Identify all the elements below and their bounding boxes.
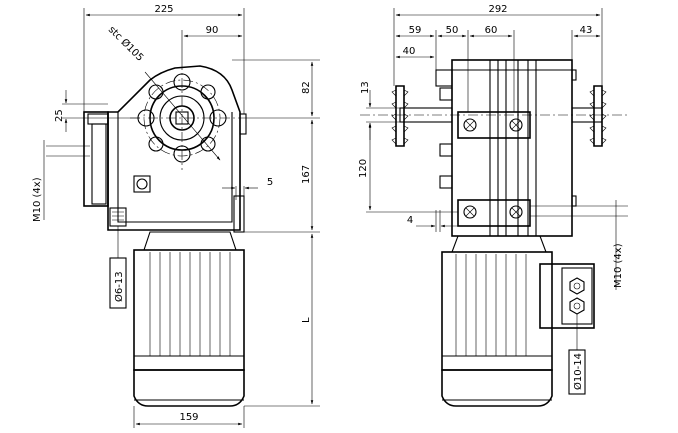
dim-stc-105: stc Ø105 bbox=[106, 24, 146, 64]
right-view: 292 59 50 60 43 40 13 bbox=[358, 4, 628, 407]
dim-292: 292 bbox=[488, 4, 507, 15]
dim-40: 40 bbox=[403, 46, 416, 57]
left-motor bbox=[133, 249, 245, 407]
dim-13: 13 bbox=[360, 81, 371, 94]
right-motor-adapter bbox=[451, 235, 547, 253]
dim-L: L bbox=[301, 317, 312, 323]
dim-gland-10-14: Ø10-14 bbox=[572, 353, 584, 390]
dim-159: 159 bbox=[179, 412, 198, 423]
right-gearbox-housing bbox=[435, 59, 577, 237]
dim-59: 59 bbox=[409, 25, 422, 36]
dim-4: 4 bbox=[407, 215, 413, 226]
dim-25: 25 bbox=[54, 109, 65, 122]
dim-90: 90 bbox=[206, 25, 219, 36]
dim-50: 50 bbox=[446, 25, 459, 36]
dim-120: 120 bbox=[358, 159, 369, 178]
dim-right-m10: M10 (4x) bbox=[613, 243, 624, 288]
dim-82: 82 bbox=[301, 81, 312, 94]
dim-225: 225 bbox=[154, 4, 173, 15]
left-motor-adapter bbox=[143, 231, 237, 251]
right-motor bbox=[441, 251, 595, 407]
dim-left-m10: M10 (4x) bbox=[32, 177, 43, 222]
right-shaft bbox=[360, 85, 628, 147]
dim-5: 5 bbox=[267, 177, 273, 188]
right-clamp-blocks bbox=[457, 111, 531, 227]
dim-167: 167 bbox=[301, 165, 312, 184]
dim-43: 43 bbox=[580, 25, 593, 36]
dim-gland-6-13: Ø6-13 bbox=[113, 271, 125, 302]
left-view: 225 90 stc Ø105 82 167 L 25 bbox=[32, 4, 320, 428]
dim-60: 60 bbox=[485, 25, 498, 36]
right-dimensions: 292 59 50 60 43 40 13 bbox=[358, 4, 628, 395]
